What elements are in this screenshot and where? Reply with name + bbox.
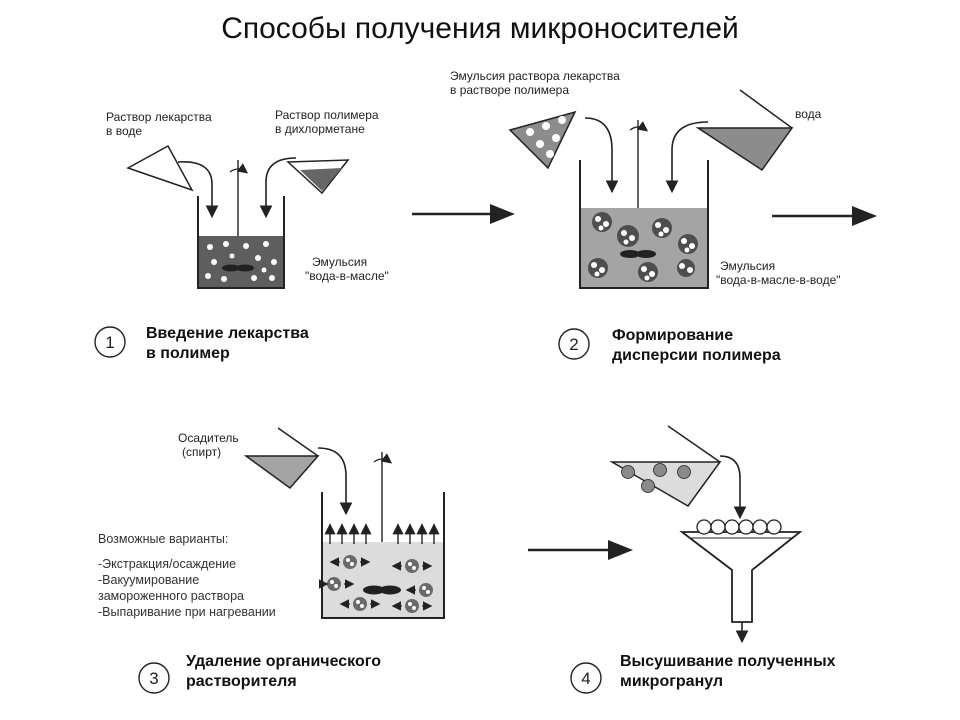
stirrer-blade bbox=[222, 264, 240, 272]
rotation-arrow bbox=[629, 121, 649, 132]
step-caption: Введение лекарства в полимер bbox=[146, 325, 313, 362]
stirrer-blade bbox=[363, 585, 385, 595]
evaporation-arrows bbox=[324, 523, 440, 544]
step-number-circle bbox=[558, 328, 590, 360]
water-flask-edge bbox=[739, 89, 793, 129]
precipitant-flask bbox=[243, 455, 320, 490]
variants-title: Возможные варианты: bbox=[98, 532, 228, 546]
step-caption: Удаление органического растворителя bbox=[186, 653, 385, 690]
diffusion-arrows bbox=[318, 557, 433, 611]
water-label: вода bbox=[795, 107, 822, 121]
hardening-microspheres bbox=[327, 555, 433, 613]
pour-arrow-emulsion bbox=[584, 117, 619, 194]
variant-item: -Экстракция/осаждение bbox=[98, 557, 236, 571]
stage-3: Осадитель (спирт) bbox=[98, 427, 445, 694]
polymer-solution-label: Раствор полимера в дихлорметане bbox=[275, 108, 382, 136]
pour-arrow-precipitant bbox=[317, 447, 353, 516]
precipitant-label: Осадитель (спирт) bbox=[178, 431, 242, 459]
step-number: 3 bbox=[149, 669, 158, 688]
beaker-2 bbox=[579, 160, 709, 289]
rotation-arrow bbox=[373, 453, 393, 464]
water-flask bbox=[695, 127, 794, 172]
pour-arrow-polymer bbox=[259, 157, 297, 219]
stirrer-blade bbox=[636, 250, 656, 258]
emulsion-wo-label: Эмульсия "вода-в-масле" bbox=[305, 255, 389, 283]
polymer-flask-liquid bbox=[300, 168, 342, 191]
stage-2: Эмульсия раствора лекарства в растворе п… bbox=[450, 69, 841, 364]
stirrer-blade bbox=[379, 585, 401, 595]
step-number: 1 bbox=[105, 333, 114, 352]
beaker-3 bbox=[321, 492, 445, 619]
pour-arrow-microspheres bbox=[719, 455, 747, 520]
microsphere-flask-edge bbox=[667, 425, 721, 463]
stirrer-blade bbox=[620, 250, 640, 258]
variant-item: замороженного раствора bbox=[98, 589, 244, 603]
precipitant-flask-edge bbox=[277, 427, 319, 457]
step-number: 4 bbox=[581, 669, 590, 688]
stirrer-blade bbox=[236, 264, 254, 272]
pour-arrow-drug bbox=[177, 161, 219, 219]
collected-microgranules bbox=[696, 519, 782, 535]
emulsion-wow-label: Эмульсия "вода-в-масле-в-воде" bbox=[716, 259, 841, 287]
page-title: Способы получения микроносителей bbox=[221, 12, 739, 45]
flask-microspheres bbox=[621, 463, 691, 493]
stage-4: 4 Высушивание полученных микрогранул bbox=[570, 425, 840, 694]
water-droplets bbox=[205, 241, 277, 282]
variant-item: -Вакуумирование bbox=[98, 573, 199, 587]
flask-droplets bbox=[526, 116, 566, 158]
emulsion-flask bbox=[508, 110, 577, 170]
filter-funnel bbox=[679, 531, 803, 623]
variant-item: -Выпаривание при нагревании bbox=[98, 605, 276, 619]
pour-arrow-water bbox=[665, 121, 709, 194]
step-number-circle bbox=[570, 662, 602, 694]
step-number-circle bbox=[138, 662, 170, 694]
multiple-emulsion-droplets bbox=[588, 212, 698, 282]
step-number: 2 bbox=[569, 335, 578, 354]
step-caption: Формирование дисперсии полимера bbox=[612, 327, 781, 364]
stage-1: Раствор лекарства в воде Раствор полимер… bbox=[94, 108, 389, 362]
emulsion-input-label: Эмульсия раствора лекарства в растворе п… bbox=[450, 69, 623, 97]
step-number-circle bbox=[94, 326, 126, 358]
step-caption: Высушивание полученных микрогранул bbox=[620, 653, 840, 690]
beaker-1 bbox=[197, 196, 285, 289]
drug-flask bbox=[126, 144, 194, 192]
drug-solution-label: Раствор лекарства в воде bbox=[106, 110, 215, 138]
rotation-arrow bbox=[229, 163, 249, 174]
